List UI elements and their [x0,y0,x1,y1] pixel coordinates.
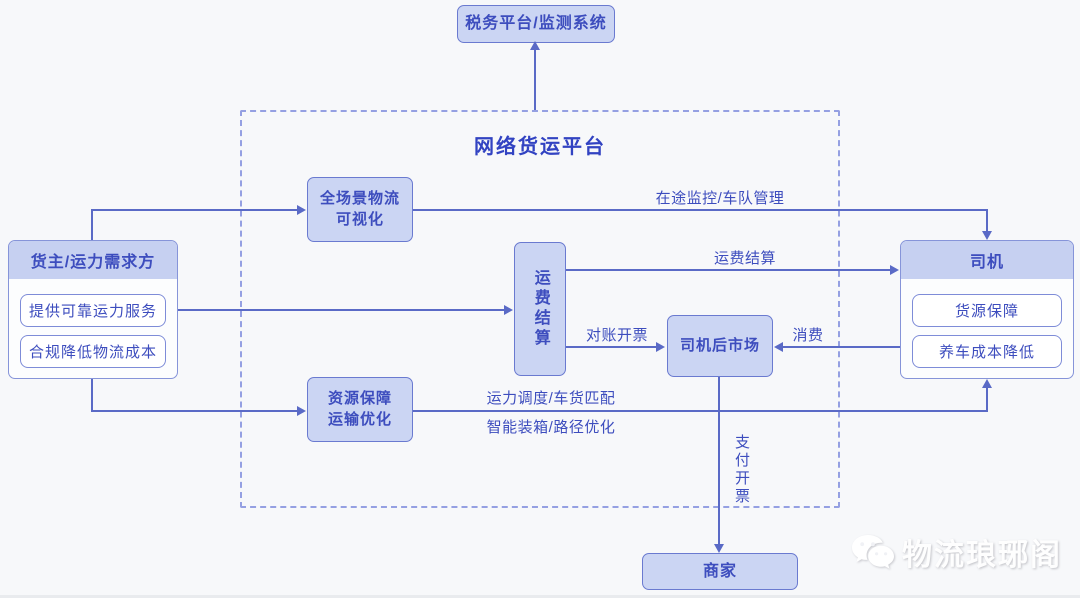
panel-driver: 司机 货源保障 养车成本降低 [900,240,1074,379]
watermark: 物流琅琊阁 [850,530,1062,574]
arrowhead-into-tax [530,41,540,50]
arrowhead-into-driver-left [890,265,899,275]
connector-aftermarket-to-merchant [718,377,720,545]
wechat-icon [852,535,894,569]
panel-shipper-header: 货主/运力需求方 [9,241,177,279]
edge-label-dispatch: 运力调度/车货匹配 [486,390,616,407]
node-merchant-label: 商家 [702,562,737,580]
edge-label-consumption: 消费 [792,327,824,344]
connector-settlement-to-aftermarket [566,346,658,348]
panel-driver-item: 养车成本降低 [912,335,1062,368]
connector-settlement-to-driver [566,269,892,271]
arrowhead-into-aftermarket-left [656,342,665,352]
panel-driver-header: 司机 [901,241,1073,279]
connector-shipper-to-settlement [178,309,506,311]
connector-shipper-up [91,210,93,240]
connector-resource-to-driver-rise [986,387,988,411]
panel-shipper: 货主/运力需求方 提供可靠运力服务 合规降低物流成本 [8,240,178,379]
connector-visibility-to-driver-drop [986,209,988,232]
arrowhead-into-resource [297,406,306,416]
node-freight-settlement-label: 运费结算 [531,269,549,349]
node-resource-optimization: 资源保障 运输优化 [307,377,413,442]
edge-label-packing: 智能装箱/路径优化 [486,419,616,436]
node-driver-aftermarket: 司机后市场 [667,315,773,377]
arrowhead-into-settlement [504,305,513,315]
panel-shipper-item: 合规降低物流成本 [20,335,166,368]
arrowhead-into-driver-top [982,231,992,240]
panel-shipper-item: 提供可靠运力服务 [20,294,166,327]
arrowhead-into-merchant [714,544,724,553]
connector-shipper-down [91,379,93,412]
connector-visibility-to-driver [413,209,988,211]
edge-label-reconciliation: 对账开票 [585,327,648,344]
node-logistics-visibility-line1: 全场景物流 [319,190,400,208]
node-tax-platform: 税务平台/监测系统 [457,5,615,43]
watermark-text: 物流琅琊阁 [902,539,1062,572]
arrowhead-into-aftermarket-right [774,342,783,352]
panel-driver-item: 货源保障 [912,294,1062,327]
connector-resource-to-driver [413,410,988,412]
connector-shipper-to-visibility [91,209,298,211]
connector-driver-to-aftermarket [782,346,900,348]
edge-label-monitoring: 在途监控/车队管理 [655,190,785,207]
node-tax-platform-label: 税务平台/监测系统 [465,15,607,33]
arrowhead-into-visibility [297,205,306,215]
connector-platform-to-tax [534,49,536,110]
edge-label-settlement: 运费结算 [713,250,776,267]
node-freight-settlement: 运费结算 [514,242,566,376]
bottom-edge-strip [0,595,1080,598]
node-driver-aftermarket-label: 司机后市场 [679,336,760,354]
edge-label-payment: 支付开票 [733,434,750,506]
diagram-title: 网络货运平台 [474,136,606,158]
node-resource-optimization-line2: 运输优化 [327,410,392,428]
node-logistics-visibility-line2: 可视化 [335,210,384,228]
node-merchant: 商家 [642,553,798,590]
connector-shipper-to-resource [91,410,298,412]
arrowhead-into-driver-bottom [982,379,992,388]
node-logistics-visibility: 全场景物流 可视化 [307,177,413,242]
node-resource-optimization-line1: 资源保障 [327,390,392,408]
